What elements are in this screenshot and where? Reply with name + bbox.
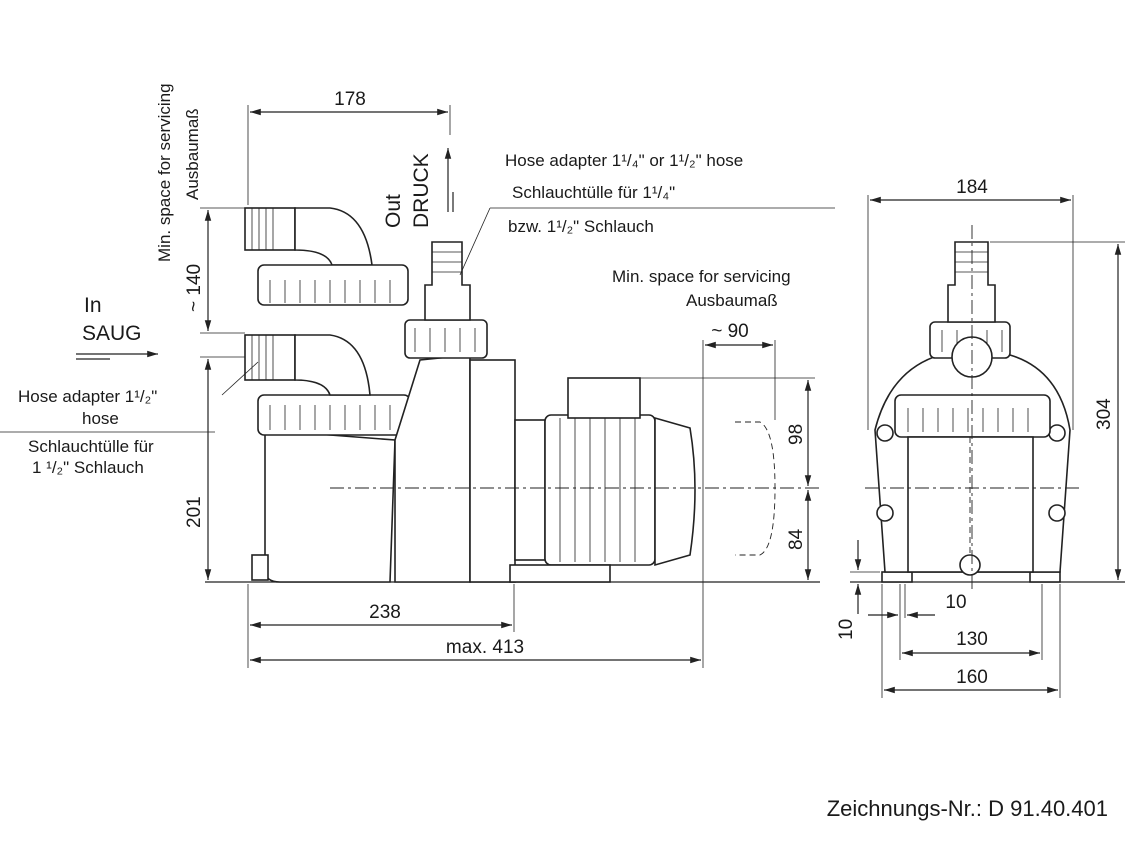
hose-in-de-2: 1 ¹/₂" Schlauch bbox=[32, 458, 144, 477]
outlet-hose-adapter bbox=[424, 241, 471, 321]
dim-201: 201 bbox=[184, 496, 205, 528]
outlet-label-de: DRUCK bbox=[410, 153, 433, 228]
dim-160: 160 bbox=[956, 667, 988, 688]
dim-84: 84 bbox=[786, 528, 807, 550]
dim-184: 184 bbox=[956, 177, 988, 198]
dim-178: 178 bbox=[334, 89, 366, 110]
strainer-lid-raised bbox=[244, 207, 409, 306]
dim-98: 98 bbox=[786, 424, 807, 445]
hose-out-de-1: Schlauchtülle für 1¹/₄" bbox=[512, 183, 675, 202]
inlet-label-de: SAUG bbox=[82, 322, 142, 345]
dim-approx-140: ~ 140 bbox=[184, 264, 205, 312]
strainer-pot bbox=[251, 394, 411, 583]
dim-10-horizontal: 10 bbox=[945, 592, 966, 613]
dim-238: 238 bbox=[369, 602, 401, 623]
hose-in-en-2: hose bbox=[82, 409, 119, 428]
outlet-label-en: Out bbox=[382, 194, 405, 228]
hose-out-de-2: bzw. 1¹/₂" Schlauch bbox=[508, 217, 654, 236]
front-view: 184 304 10 10 130 160 bbox=[836, 177, 1125, 698]
hose-out-en: Hose adapter 1¹/₄" or 1¹/₂" hose bbox=[505, 151, 743, 170]
drawing-number: Zeichnungs-Nr.: D 91.40.401 bbox=[827, 796, 1108, 821]
service-space-de: Ausbaumaß bbox=[686, 291, 778, 310]
inlet-label-en: In bbox=[84, 294, 102, 317]
side-view: 178 Min. space for servicing Ausbaumaß ~… bbox=[0, 83, 835, 668]
inlet-hose-adapter bbox=[244, 334, 371, 396]
hose-in-de-1: Schlauchtülle für bbox=[28, 437, 154, 456]
dim-304: 304 bbox=[1094, 398, 1115, 430]
dim-10-vertical: 10 bbox=[836, 619, 857, 640]
dim-approx-90: ~ 90 bbox=[711, 321, 749, 342]
motor bbox=[509, 377, 696, 583]
hose-in-en-1: Hose adapter 1¹/₂" bbox=[18, 387, 157, 406]
pump-housing bbox=[394, 319, 516, 583]
min-space-vertical-de: Ausbaumaß bbox=[183, 108, 202, 200]
dim-max-413: max. 413 bbox=[446, 637, 524, 658]
motor-removal-space bbox=[735, 421, 776, 556]
min-space-vertical-en: Min. space for servicing bbox=[155, 83, 174, 262]
service-space-en: Min. space for servicing bbox=[612, 267, 791, 286]
dim-130: 130 bbox=[956, 629, 988, 650]
